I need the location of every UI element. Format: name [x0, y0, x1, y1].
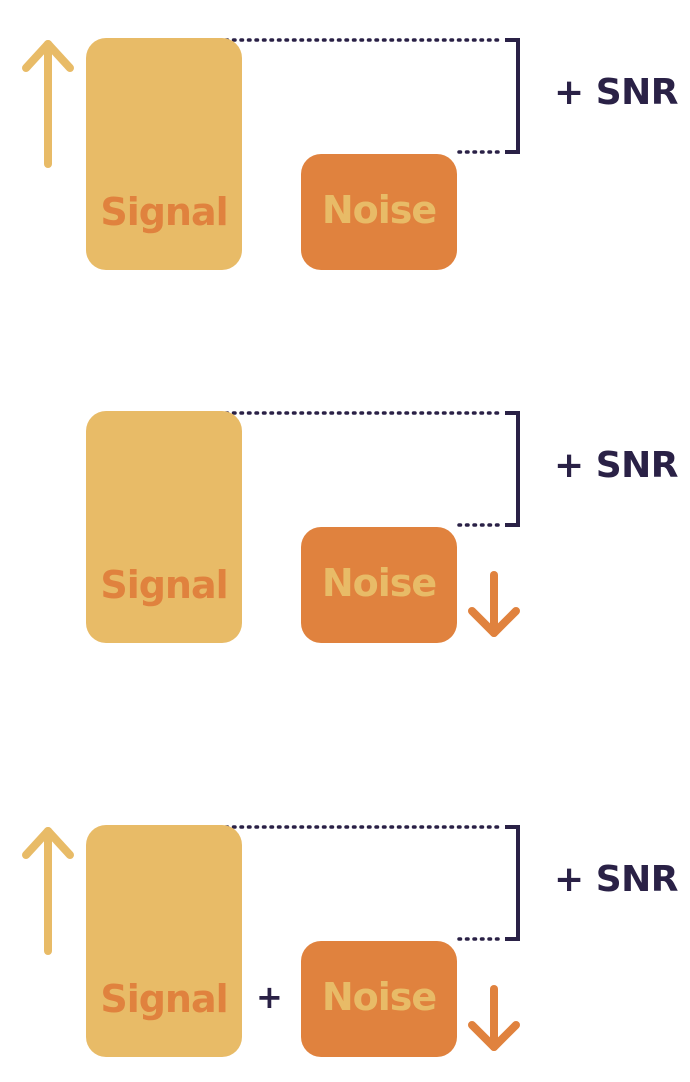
panel-signal-increase-noise-decrease: Signal + Noise + SNR [0, 823, 690, 1073]
up-arrow-icon [22, 40, 74, 168]
noise-box: Noise [301, 941, 457, 1057]
signal-label: Signal [100, 190, 228, 234]
snr-label: + SNR [554, 72, 678, 113]
panel-1-overlay [22, 38, 520, 168]
noise-label: Noise [321, 975, 437, 1019]
signal-box: Signal [86, 825, 242, 1057]
panel-2-overlay [224, 411, 520, 637]
snr-bracket [505, 825, 520, 941]
snr-bracket [505, 38, 520, 154]
snr-label: + SNR [554, 859, 678, 900]
noise-box: Noise [301, 527, 457, 643]
down-arrow-icon [468, 571, 520, 637]
signal-label: Signal [100, 977, 228, 1021]
snr-label: + SNR [554, 445, 678, 486]
signal-label: Signal [100, 563, 228, 607]
up-arrow-icon [22, 827, 74, 955]
down-arrow-icon [468, 985, 520, 1051]
noise-label: Noise [321, 188, 437, 232]
noise-box: Noise [301, 154, 457, 270]
panel-noise-decrease: Signal Noise + SNR [0, 409, 690, 659]
signal-box: Signal [86, 411, 242, 643]
panel-signal-increase: Signal Noise + SNR [0, 36, 690, 286]
signal-box: Signal [86, 38, 242, 270]
snr-bracket [505, 411, 520, 527]
combine-plus-sign: + [256, 978, 283, 1016]
panel-3-overlay [22, 825, 520, 1051]
noise-label: Noise [321, 561, 437, 605]
